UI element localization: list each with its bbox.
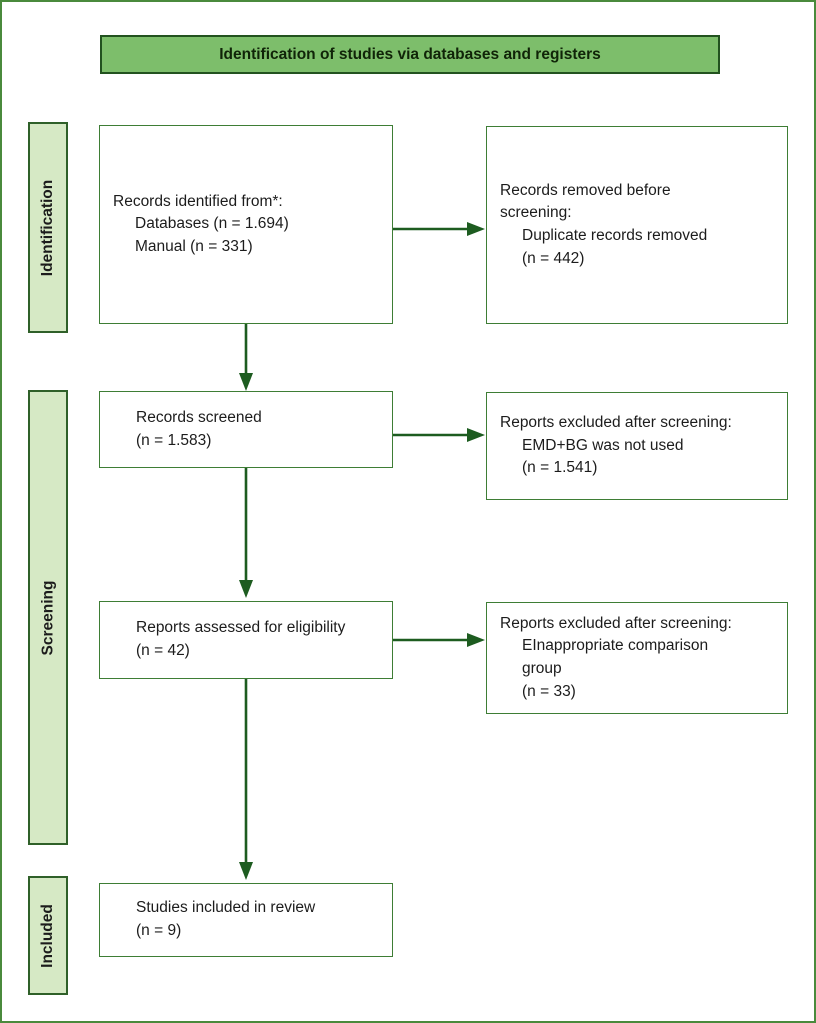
stage-label-screening-text: Screening [39,580,57,655]
box-records-removed-item: Duplicate records removed [522,227,708,244]
box-records-removed: Records removed before screening: Duplic… [486,126,788,324]
arrow-identified-to-removed [393,222,485,236]
arrow-screened-to-excluded [393,428,485,442]
box-records-screened-line: (n = 1.583) [136,431,212,449]
box-reports-excluded-screening-header: Reports excluded after screening: [500,414,732,432]
box-studies-included-line: Studies included in review [136,899,316,917]
stage-label-identification: Identification [28,122,68,333]
box-studies-included-line: (n = 9) [136,922,182,939]
arrow-assessed-to-excluded [393,633,485,647]
arrow-assessed-to-included [239,679,253,880]
box-reports-excluded-screening-item: EMD+BG was not used [522,436,684,454]
box-reports-assessed-line: (n = 42) [136,642,190,659]
box-records-screened: Records screened (n = 1.583) [99,391,393,468]
stage-label-identification-text: Identification [39,179,57,276]
box-reports-assessed-line: Reports assessed for eligibility [136,619,346,637]
box-reports-excluded-eligibility-item: EInappropriate comparison group [522,637,709,677]
stage-label-included-text: Included [39,903,57,968]
box-records-screened-line: Records screened [136,408,262,426]
box-records-identified: Records identified from*: Databases (n =… [99,125,393,324]
stage-label-included: Included [28,876,68,995]
box-reports-excluded-screening: Reports excluded after screening: EMD+BG… [486,392,788,500]
box-records-removed-header: Records removed before screening: [500,181,671,222]
box-reports-excluded-eligibility-header: Reports excluded after screening: [500,614,732,632]
stage-label-screening: Screening [28,390,68,845]
diagram-title: Identification of studies via databases … [219,45,601,63]
box-reports-assessed: Reports assessed for eligibility (n = 42… [99,601,393,679]
box-reports-excluded-eligibility: Reports excluded after screening: EInapp… [486,602,788,714]
box-records-identified-header: Records identified from*: [113,192,283,210]
arrow-identified-to-screened [239,324,253,391]
box-records-identified-item: Databases (n = 1.694) [135,215,289,233]
box-studies-included: Studies included in review (n = 9) [99,883,393,957]
box-reports-excluded-eligibility-item: (n = 33) [522,682,576,700]
box-reports-excluded-screening-item: (n = 1.541) [522,459,598,477]
box-records-removed-item: (n = 442) [522,249,585,267]
arrow-screened-to-assessed [239,468,253,598]
box-records-identified-item: Manual (n = 331) [135,237,253,255]
diagram-title-bar: Identification of studies via databases … [100,35,720,74]
